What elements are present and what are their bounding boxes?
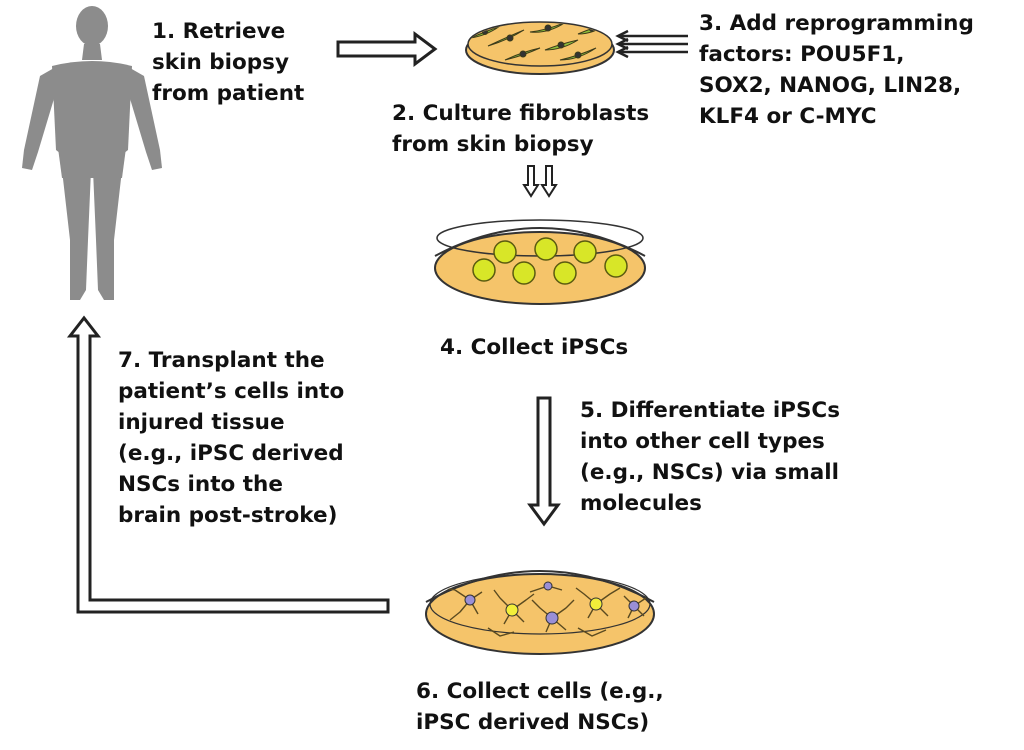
step-2-line: from skin biopsy <box>392 132 594 157</box>
step-5-line: into other cell types <box>580 429 825 454</box>
step-1-line: skin biopsy <box>152 50 289 75</box>
step-5-label: 5. Differentiate iPSCs into other cell t… <box>580 395 840 519</box>
step-1-line: 1. Retrieve <box>152 19 286 44</box>
reprogramming-factor-lines <box>615 29 688 59</box>
step-5-line: 5. Differentiate iPSCs <box>580 398 841 423</box>
step-3-label: 3. Add reprogramming factors: POU5F1, SO… <box>699 8 974 132</box>
step-4-line: 4. Collect iPSCs <box>440 335 629 360</box>
step-7-line: brain post-stroke) <box>118 503 338 528</box>
fibroblast-culture-dish-icon <box>465 21 615 75</box>
step-5-line: molecules <box>580 491 702 516</box>
step-4-label: 4. Collect iPSCs <box>440 332 628 363</box>
step-6-line: iPSC derived NSCs) <box>416 710 650 735</box>
step-6-line: 6. Collect cells (e.g., <box>416 679 664 704</box>
step-7-line: (e.g., iPSC derived <box>118 441 344 466</box>
step-5-line: (e.g., NSCs) via small <box>580 460 839 485</box>
step-3-line: 3. Add reprogramming <box>699 11 974 36</box>
step-2-line: 2. Culture fibroblasts <box>392 101 650 126</box>
nsc-dish-icon <box>425 570 655 655</box>
arrow-step4-to-step6 <box>527 396 561 527</box>
step-7-label: 7. Transplant the patient’s cells into i… <box>118 345 344 531</box>
step-3-line: factors: POU5F1, <box>699 42 905 67</box>
step-1-label: 1. Retrieve skin biopsy from patient <box>152 16 304 109</box>
step-7-line: injured tissue <box>118 410 285 435</box>
step-6-label: 6. Collect cells (e.g., iPSC derived NSC… <box>416 676 664 738</box>
arrow-step2-to-step4 <box>522 165 558 198</box>
step-3-line: SOX2, NANOG, LIN28, <box>699 73 962 98</box>
patient-silhouette-icon <box>22 6 162 300</box>
ipsc-dish-icon <box>434 219 646 305</box>
step-1-line: from patient <box>152 81 305 106</box>
step-3-line: KLF4 or C-MYC <box>699 104 877 129</box>
arrow-step6-to-patient <box>66 315 390 614</box>
step-7-line: NSCs into the <box>118 472 283 497</box>
step-2-label: 2. Culture fibroblasts from skin biopsy <box>392 98 649 160</box>
step-7-line: patient’s cells into <box>118 379 345 404</box>
step-7-line: 7. Transplant the <box>118 348 325 373</box>
arrow-step1-to-step2 <box>336 31 438 67</box>
